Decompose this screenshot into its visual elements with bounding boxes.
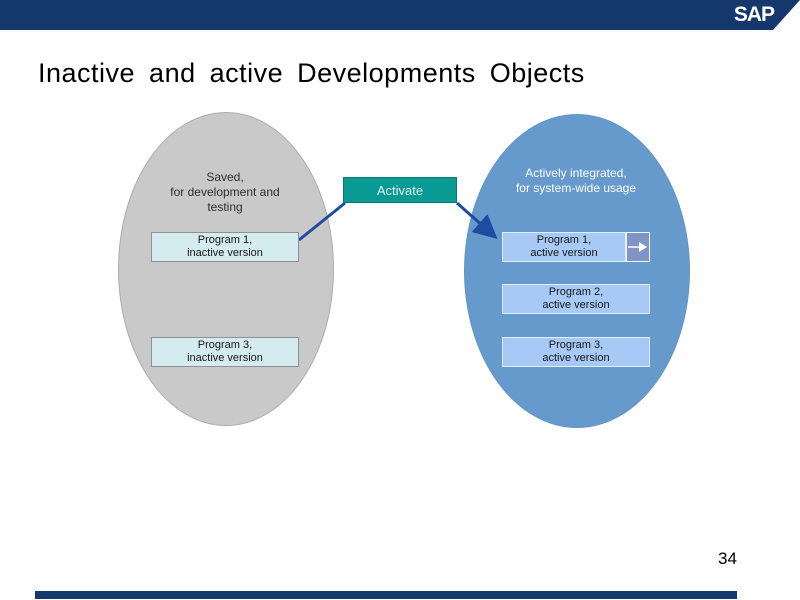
- sap-logo-slash-icon: [773, 0, 800, 30]
- inactive-group-label: Saved, for development and testing: [140, 170, 310, 215]
- program-3-inactive-line2: inactive version: [187, 352, 263, 364]
- program-1-inactive-box: Program 1, inactive version: [151, 232, 299, 262]
- active-group-label-line2: for system-wide usage: [515, 181, 637, 195]
- footer-bar: [35, 591, 737, 599]
- program-1-active-box: Program 1, active version: [502, 232, 626, 262]
- inactive-group-label-line3: testing: [207, 200, 243, 214]
- program-3-active-box: Program 3, active version: [502, 337, 650, 367]
- sap-logo: SAP: [733, 3, 775, 26]
- program-1-active-line2: active version: [530, 247, 598, 259]
- active-group-label-line1: Actively integrated,: [525, 166, 627, 180]
- inactive-ellipse: [118, 112, 334, 426]
- program-3-inactive-box: Program 3, inactive version: [151, 337, 299, 367]
- right-arrow-icon: [628, 242, 647, 252]
- program-3-active-line1: Program 3,: [548, 339, 604, 351]
- slide-title: Inactive and active Developments Objects: [38, 58, 585, 88]
- program-2-active-box: Program 2, active version: [502, 284, 650, 314]
- inactive-group-label-line2: for development and: [170, 185, 280, 199]
- header-bar: SAP: [0, 0, 800, 30]
- program-2-active-line2: active version: [542, 299, 610, 311]
- active-version-arrow-tag: [626, 232, 650, 262]
- program-3-inactive-line1: Program 3,: [197, 339, 253, 351]
- program-1-inactive-line1: Program 1,: [197, 234, 253, 246]
- active-ellipse: [464, 114, 690, 428]
- page-number: 34: [718, 549, 737, 568]
- program-1-inactive-line2: inactive version: [187, 247, 263, 259]
- program-3-active-line2: active version: [542, 352, 610, 364]
- program-1-active-line1: Program 1,: [536, 234, 592, 246]
- program-2-active-line1: Program 2,: [548, 286, 604, 298]
- active-group-label: Actively integrated, for system-wide usa…: [486, 166, 666, 196]
- inactive-group-label-line1: Saved,: [206, 170, 244, 184]
- activate-button: Activate: [343, 177, 457, 203]
